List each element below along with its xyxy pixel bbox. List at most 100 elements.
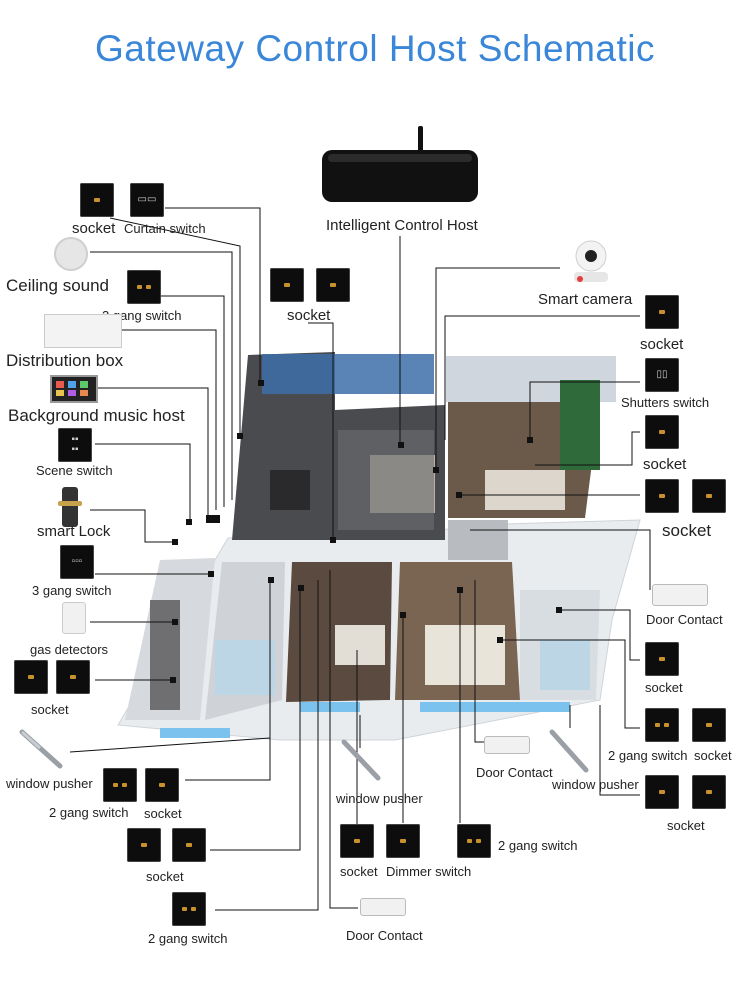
line-smart-lock	[90, 509, 172, 543]
socket-panel-icon	[316, 268, 350, 302]
socket-panel-icon	[56, 660, 90, 694]
label-socket-left-mid: socket	[31, 702, 69, 717]
label-window-pusher-right: window pusher	[552, 777, 639, 792]
label-smart-lock: smart Lock	[37, 523, 111, 540]
label-door-contact-bottom: Door Contact	[346, 928, 423, 943]
page-title: Gateway Control Host Schematic	[95, 28, 655, 69]
label-door-contact-middle: Door Contact	[476, 765, 553, 780]
line-scene-switch	[95, 443, 191, 522]
wardrobe	[335, 625, 385, 665]
camera-icon	[574, 240, 608, 282]
line-2gang-bottom	[215, 580, 319, 911]
shutters-switch-icon: ▯▯	[645, 358, 679, 392]
music-host-icon	[50, 375, 98, 403]
line-socket-top-mid	[308, 322, 334, 540]
label-window-pusher-left: window pusher	[6, 776, 93, 791]
line-shutters	[529, 381, 640, 440]
plants	[560, 380, 600, 470]
label-socket-left-low: socket	[144, 806, 182, 821]
label-curtain-switch: Curtain switch	[124, 221, 206, 236]
right-bath-glass	[540, 640, 590, 690]
label-background-music-host: Background music host	[8, 406, 185, 425]
socket-panel-icon	[80, 183, 114, 217]
door-contact-icon	[360, 898, 406, 916]
line-socket-right6	[599, 705, 640, 796]
bed-top-right	[485, 470, 565, 510]
line-socket-left-low	[210, 588, 301, 851]
line-2gang-right	[500, 639, 640, 729]
connector-nodes	[170, 380, 562, 683]
distribution-box-icon	[44, 314, 122, 348]
label-gas-detectors: gas detectors	[30, 642, 109, 657]
2-gang-switch-icon	[127, 270, 161, 304]
socket-panel-icon	[645, 642, 679, 676]
line-door-contact-right	[470, 529, 651, 590]
label-socket-right-3: socket	[662, 521, 712, 540]
label-window-pusher-middle: window pusher	[336, 791, 423, 806]
dimmer-switch-icon	[386, 824, 420, 858]
master-bed	[425, 625, 505, 685]
label-scene-switch: Scene switch	[36, 463, 113, 478]
label-shutters-switch: Shutters switch	[621, 395, 710, 410]
window-pusher-icon	[19, 729, 63, 769]
2-gang-switch-icon	[103, 768, 137, 802]
label-door-contact-right: Door Contact	[646, 612, 723, 627]
label-socket-center-low: socket	[340, 864, 378, 879]
host-label: Intelligent Control Host	[326, 217, 478, 234]
window-pusher-icon	[549, 729, 589, 773]
window-pusher-icon	[341, 739, 381, 781]
line-2gang-left-low	[185, 580, 271, 781]
line-socket-right1	[444, 315, 640, 440]
socket-panel-icon	[645, 295, 679, 329]
socket-panel-icon	[692, 775, 726, 809]
socket-panel-icon	[340, 824, 374, 858]
label-2-gang-switch-left-low: 2 gang switch	[49, 805, 129, 820]
label-distribution-box: Distribution box	[6, 351, 124, 370]
label-socket-top-left: socket	[72, 220, 116, 237]
door-contact-icon	[484, 736, 530, 754]
socket-panel-icon	[172, 828, 206, 862]
line-socket-right4	[560, 609, 640, 661]
window-bottom-2	[420, 702, 570, 712]
3-gang-switch-icon: ▫▫▫	[60, 545, 94, 579]
label-smart-camera: Smart camera	[538, 291, 633, 308]
line-music-host	[95, 387, 209, 518]
scene-switch-icon: ▪▪▪▪	[58, 428, 92, 462]
dining-table	[270, 470, 310, 510]
label-ceiling-sound: Ceiling sound	[6, 276, 110, 295]
socket-panel-icon	[14, 660, 48, 694]
door-contact-icon	[652, 584, 708, 606]
label-2-gang-switch-center-low: 2 gang switch	[498, 838, 578, 853]
ceiling-speaker-icon	[54, 237, 88, 271]
line-socket-tl	[109, 217, 241, 436]
line-door-contact-mid	[474, 580, 485, 743]
label-socket-right-4: socket	[645, 680, 683, 695]
label-socket-right-2: socket	[643, 456, 687, 473]
line-door-contact-bottom	[329, 570, 358, 909]
socket-panel-icon	[645, 479, 679, 513]
label-socket-right-5: socket	[694, 748, 732, 763]
kitchen-counter	[150, 600, 180, 710]
bath-glass	[215, 640, 275, 695]
corridor	[448, 520, 508, 560]
line-smart-camera	[435, 267, 560, 470]
label-3-gang-switch: 3 gang switch	[32, 583, 112, 598]
rug	[338, 430, 434, 530]
2-gang-switch-icon	[457, 824, 491, 858]
label-socket-right-6: socket	[667, 818, 705, 833]
label-socket-right-1: socket	[640, 336, 684, 353]
line-curtain-switch	[165, 207, 261, 383]
line-ceiling-sound	[90, 251, 233, 500]
label-2-gang-switch-bottom: 2 gang switch	[148, 931, 228, 946]
line-distribution-box	[120, 329, 217, 510]
2-gang-switch-icon	[645, 708, 679, 742]
label-2-gang-switch-right: 2 gang switch	[608, 748, 688, 763]
gas-detector-icon	[62, 602, 86, 634]
line-socket-right2	[535, 431, 640, 466]
socket-panel-icon	[692, 708, 726, 742]
socket-panel-icon	[692, 479, 726, 513]
window-bottom-3	[160, 728, 230, 738]
socket-panel-icon	[127, 828, 161, 862]
line-2gang-upper	[160, 295, 225, 507]
